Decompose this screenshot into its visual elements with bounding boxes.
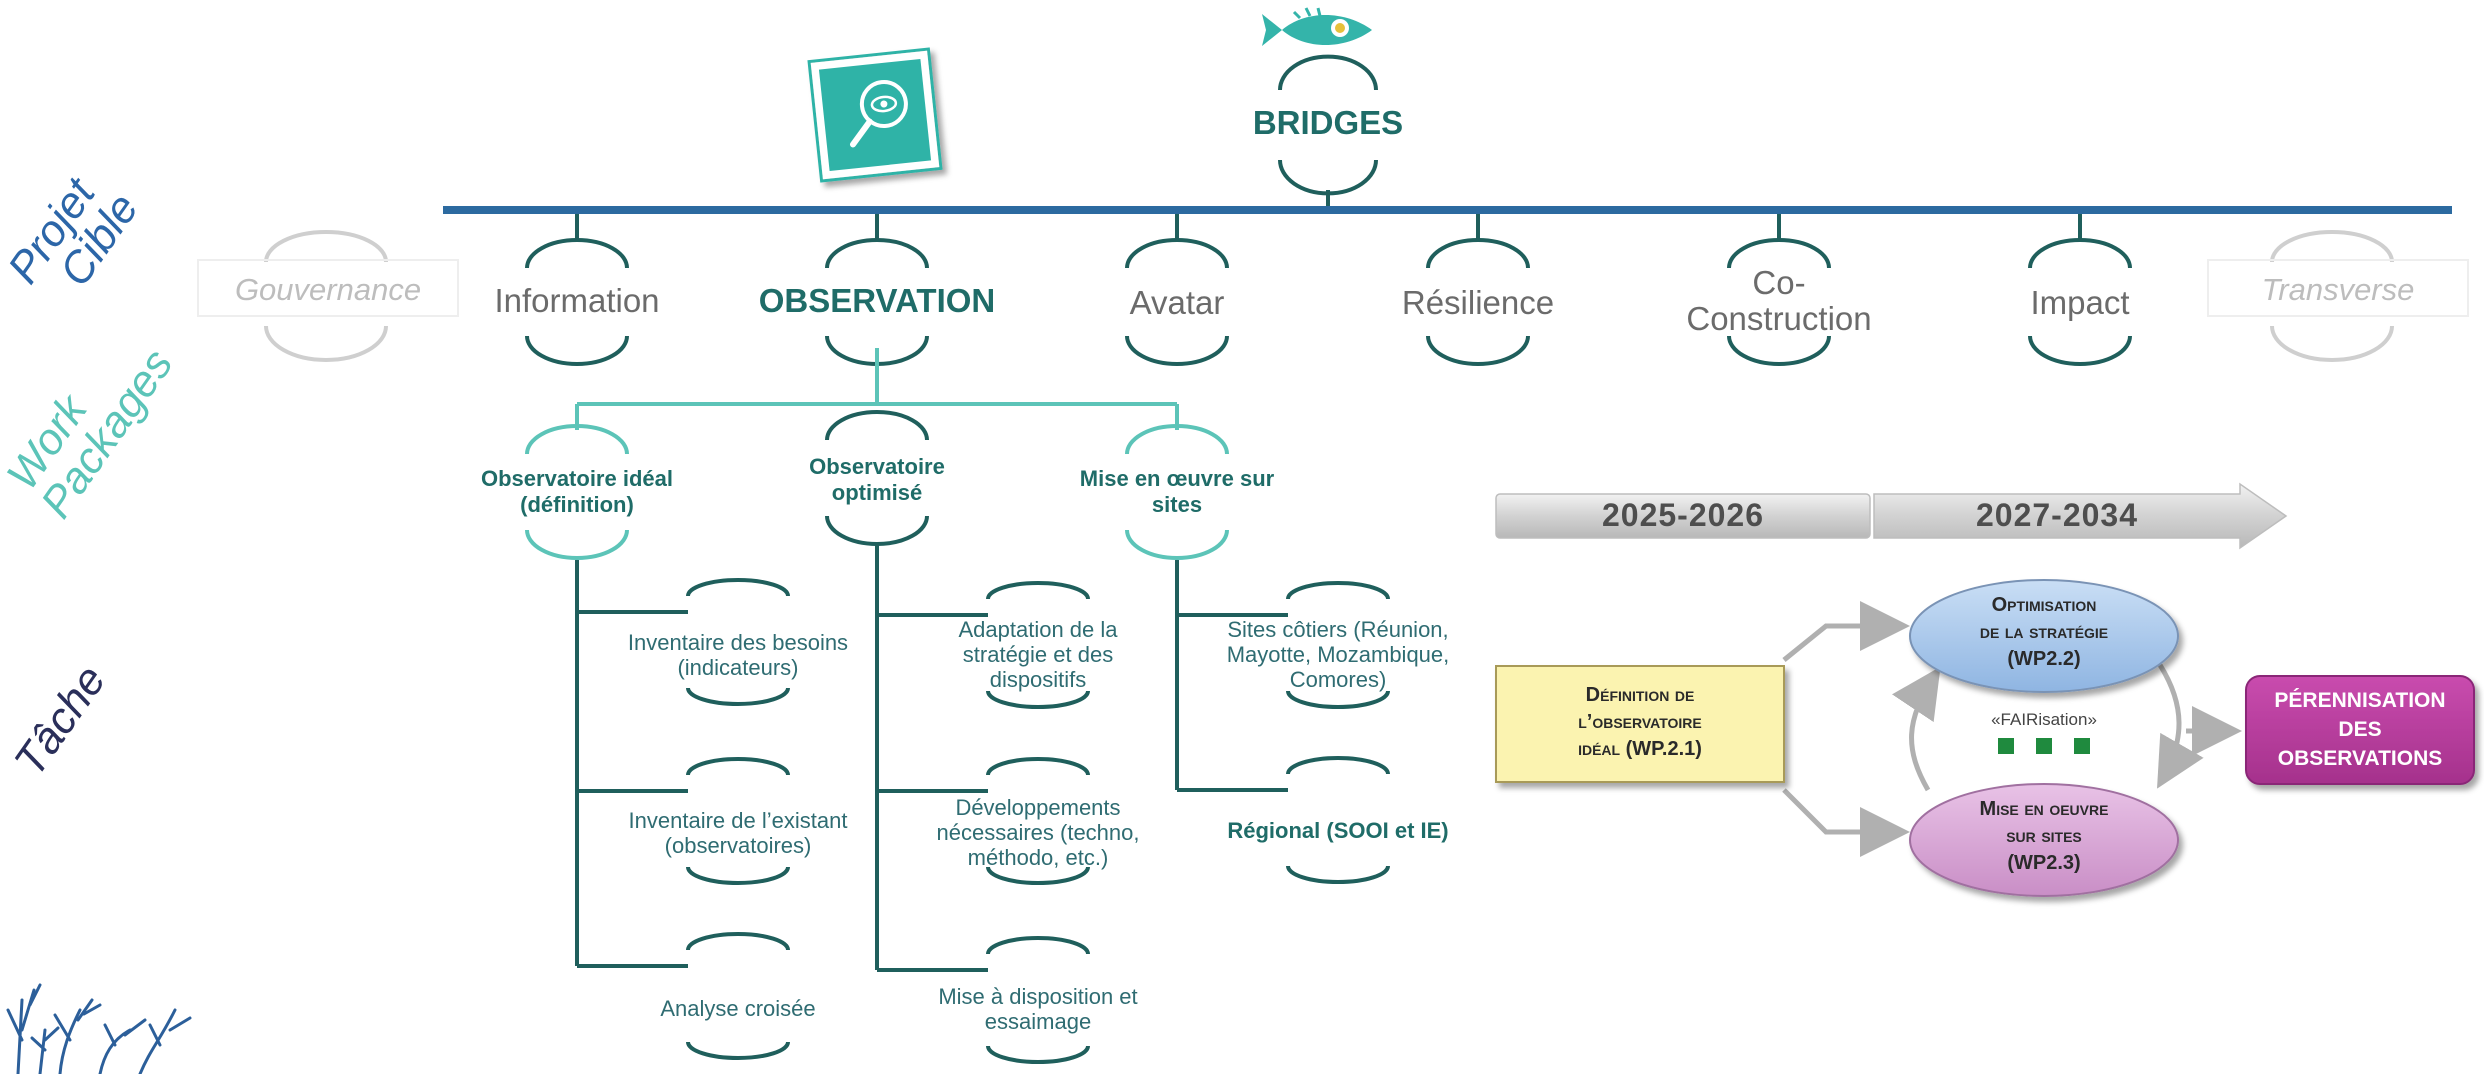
- task-adaptation-line1: Adaptation de la: [958, 617, 1118, 642]
- wp2-arcs: [825, 410, 929, 546]
- theme-impact: Impact: [2030, 284, 2130, 321]
- optimisation-line3: (WP2.2): [2007, 648, 2081, 670]
- task-inventaire-existant: Inventaire de l’existant (observatoires): [608, 808, 868, 858]
- optimisation-line1: Optimisation: [1991, 594, 2097, 616]
- fish-eye-icon: [1262, 7, 1372, 46]
- magnifier-eye-icon: [807, 47, 943, 183]
- fairisation-label: «FAIRisation»: [1991, 710, 2097, 729]
- task-adaptation-line2: stratégie et des: [962, 642, 1114, 667]
- wp-observatoire-ideal: Observatoire idéal (définition): [447, 466, 707, 518]
- optimisation-line2: de la stratégie: [1979, 621, 2109, 643]
- perennisation-box: [2245, 675, 2475, 785]
- task-sites-cotiers: Sites côtiers (Réunion, Mayotte, Mozambi…: [1208, 617, 1468, 692]
- theme-transverse: Transverse: [2261, 272, 2415, 307]
- mise-line3: (WP2.3): [2007, 852, 2081, 874]
- task-trees: [575, 544, 1390, 1064]
- task-developpements-line2: nécessaires (techno,: [936, 820, 1140, 845]
- wp3-line1: Mise en œuvre sur: [1079, 466, 1275, 491]
- definition-line1: Définition de: [1585, 684, 1695, 706]
- definition-label: Définition de l’observatoire idéal (WP.2…: [1496, 682, 1784, 763]
- task-inventaire-besoins-line2: (indicateurs): [677, 655, 799, 680]
- task-inventaire-besoins: Inventaire des besoins (indicateurs): [608, 630, 868, 680]
- definition-line2: l’observatoire: [1578, 711, 1702, 733]
- theme-gouvernance: Gouvernance: [234, 272, 422, 307]
- task-adaptation-line3: dispositifs: [989, 667, 1087, 692]
- wp1-line2: (définition): [520, 492, 634, 517]
- flow-diagram: [1495, 579, 2475, 897]
- mise-line1: Mise en oeuvre: [1979, 798, 2109, 820]
- task-mise-a-disposition-line1: Mise à disposition et: [938, 984, 1138, 1009]
- theme-coconstruction-line2: Construction: [1686, 300, 1872, 337]
- task-developpements-line1: Développements: [955, 795, 1121, 820]
- perennisation-line1: PÉRENNISATION: [2274, 689, 2446, 712]
- task-sites-cotiers-line3: Comores): [1289, 667, 1387, 692]
- task-developpements: Développements nécessaires (techno, méth…: [908, 795, 1168, 870]
- definition-line3: idéal (WP.2.1): [1578, 738, 1702, 760]
- timeline-period-1: 2025-2026: [1601, 497, 1765, 533]
- mise-en-oeuvre-ellipse: [1909, 783, 2179, 897]
- faded-theme-arcs: [264, 230, 2394, 362]
- task-mise-a-disposition-line2: essaimage: [984, 1009, 1092, 1034]
- optimisation-ellipse: [1909, 579, 2179, 693]
- bridges-arc-bottom: [1278, 159, 1378, 196]
- task-analyse-croisee: Analyse croisée: [660, 996, 816, 1021]
- wp2-line1: Observatoire: [809, 454, 945, 479]
- bridges-arc-top: [1278, 54, 1378, 91]
- coral-decoration: [6, 983, 192, 1074]
- theme-connectors: [575, 190, 2082, 240]
- project-title: BRIDGES: [1252, 104, 1404, 141]
- perennisation-label: PÉRENNISATION DES OBSERVATIONS: [2246, 686, 2474, 773]
- fair-square-3: [2074, 738, 2090, 754]
- task-sites-cotiers-line2: Mayotte, Mozambique,: [1226, 642, 1450, 667]
- perennisation-line2: DES: [2338, 718, 2382, 741]
- theme-avatar: Avatar: [1129, 284, 1225, 321]
- task-inventaire-existant-line2: (observatoires): [664, 833, 812, 858]
- theme-information: Information: [494, 282, 660, 319]
- task-inventaire-existant-line1: Inventaire de l’existant: [628, 808, 848, 833]
- definition-box: [1495, 665, 1785, 783]
- perennisation-line3: OBSERVATIONS: [2277, 747, 2443, 770]
- task-mise-a-disposition: Mise à disposition et essaimage: [908, 984, 1168, 1034]
- timeline-arrow: [1495, 482, 2288, 550]
- gouvernance-box: [197, 259, 459, 317]
- wp-branches: [525, 348, 1229, 560]
- fair-square-1: [1998, 738, 2014, 754]
- wp2-line2: optimisé: [831, 480, 923, 505]
- task-regional: Régional (SOOI et IE): [1227, 818, 1449, 843]
- theme-resilience: Résilience: [1401, 284, 1555, 321]
- theme-coconstruction-line1: Co-: [1752, 264, 1806, 301]
- transverse-box: [2207, 259, 2469, 317]
- mise-en-oeuvre-label: Mise en oeuvre sur sites (WP2.3): [1910, 796, 2178, 877]
- task-adaptation: Adaptation de la stratégie et des dispos…: [908, 617, 1168, 692]
- task-sites-cotiers-line1: Sites côtiers (Réunion,: [1227, 617, 1449, 642]
- wp-observatoire-optimise: Observatoire optimisé: [767, 454, 987, 506]
- wp1-line1: Observatoire idéal: [481, 466, 673, 491]
- timeline-period-2: 2027-2034: [1975, 497, 2139, 533]
- task-inventaire-besoins-line1: Inventaire des besoins: [627, 630, 849, 655]
- wp-mise-en-oeuvre: Mise en œuvre sur sites: [1057, 466, 1297, 518]
- wp3-line2: sites: [1151, 492, 1203, 517]
- theme-coconstruction: Co- Construction: [1669, 265, 1889, 337]
- task-developpements-line3: méthodo, etc.): [967, 845, 1109, 870]
- fair-square-2: [2036, 738, 2052, 754]
- optimisation-label: Optimisation de la stratégie (WP2.2): [1910, 592, 2178, 673]
- mise-line2: sur sites: [2006, 825, 2082, 847]
- theme-observation: OBSERVATION: [758, 282, 996, 319]
